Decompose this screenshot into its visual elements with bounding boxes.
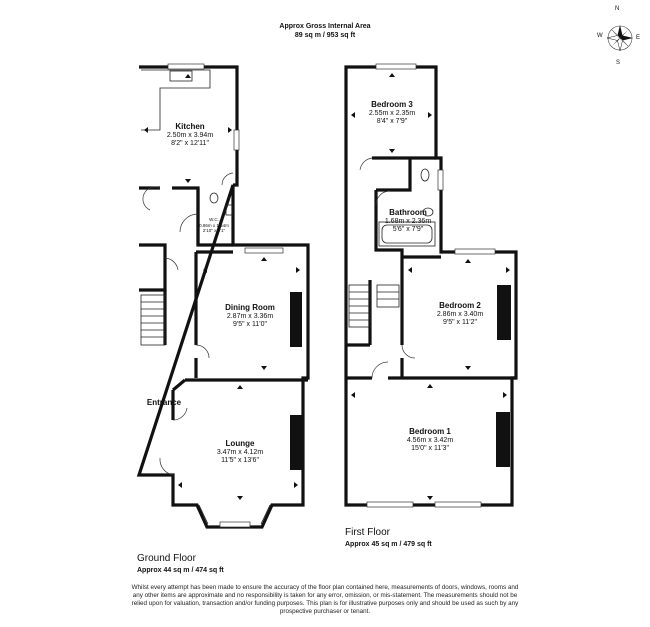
compass-n-label: N — [615, 6, 620, 12]
bathroom-fixtures — [378, 168, 436, 247]
bedroom1-window-left — [366, 501, 414, 508]
ground-dimension-ticks — [144, 74, 300, 500]
wc-wall — [196, 188, 233, 247]
lounge-top-wall — [171, 378, 308, 392]
bedroom3-name: Bedroom 3 — [371, 100, 413, 109]
dining-room-metric: 2.87m x 3.36m — [226, 312, 274, 320]
bedroom1-window-right — [434, 501, 482, 508]
first-floor-plan — [344, 63, 518, 508]
disclaimer-line-4: prospective purchaser or tenant. — [279, 608, 371, 615]
ground-doors — [142, 172, 234, 476]
kitchen-window — [167, 63, 205, 70]
disclaimer-line-2: any other items are approximate and no r… — [132, 592, 518, 599]
lounge-metric: 3.47m x 4.12m — [216, 448, 264, 456]
kitchen-label: Kitchen 2.50m x 3.94m 8'2" x 12'11" — [150, 122, 230, 149]
kitchen-metric: 2.50m x 3.94m — [166, 131, 214, 139]
bedroom1-label: Bedroom 1 4.56m x 3.42m 15'0" x 11'3" — [385, 427, 475, 454]
bathroom-label: Bathroom 1.68m x 2.36m 5'6" x 7'9" — [378, 208, 438, 235]
first-doors — [359, 157, 416, 379]
bedroom2-window — [454, 248, 496, 255]
wc-fixtures — [209, 192, 233, 216]
first-floor-area: Approx 45 sq m / 479 sq ft — [345, 541, 432, 548]
wc-label: W.C. 0.86m x 1.54m 2'10" x 5'1" — [196, 217, 232, 234]
ground-stairs — [140, 294, 166, 346]
bedroom2-wall — [400, 255, 441, 378]
dining-chimney — [290, 292, 302, 347]
first-dimension-ticks — [351, 73, 510, 500]
bedroom2-metric: 2.86m x 3.40m — [436, 310, 484, 318]
ground-floor-name: Ground Floor — [137, 553, 196, 564]
bathroom-window — [437, 169, 444, 191]
compass-w-label: W — [597, 33, 603, 39]
cupboard-wall — [139, 243, 167, 292]
disclaimer-line-3: relied upon for valuation, transaction a… — [131, 600, 519, 607]
bedroom1-name: Bedroom 1 — [409, 427, 451, 436]
bedroom2-name: Bedroom 2 — [439, 301, 481, 310]
bathroom-wall — [374, 158, 412, 257]
ground-floor-area: Approx 44 sq m / 474 sq ft — [137, 567, 224, 574]
lounge-label: Lounge 3.47m x 4.12m 11'5" x 13'6" — [195, 439, 285, 466]
compass-icon — [606, 25, 633, 52]
bathroom-metric: 1.68m x 2.36m — [384, 217, 432, 225]
first-floor-name: First Floor — [345, 527, 390, 538]
bedroom3-window — [375, 63, 417, 70]
bedroom2-imperial: 9'5" x 11'2" — [443, 319, 477, 326]
kitchen-worktops — [141, 69, 211, 131]
compass-e-label: E — [636, 35, 641, 41]
bedroom1-chimney — [496, 412, 510, 467]
entrance-label: Entrance — [140, 398, 188, 408]
first-stairs — [348, 284, 400, 328]
bedroom2-label: Bedroom 2 2.86m x 3.40m 9'5" x 11'2" — [415, 301, 505, 328]
ground-floor-plan — [136, 63, 310, 529]
lounge-chimney — [290, 415, 303, 470]
kitchen-side-window — [233, 129, 240, 151]
wc-imperial: 2'10" x 5'1" — [202, 228, 226, 233]
kitchen-name: Kitchen — [175, 122, 205, 131]
bedroom3-imperial: 8'4" x 7'9" — [376, 118, 408, 125]
wc-metric: 0.86m x 1.54m — [199, 222, 229, 228]
bathroom-name: Bathroom — [389, 208, 427, 217]
disclaimer-text: Whilst every attempt has been made to en… — [10, 584, 640, 616]
wc-name: W.C. — [209, 217, 219, 222]
dining-room-imperial: 9'5" x 11'0" — [233, 321, 267, 328]
bedroom1-imperial: 15'0" x 11'3" — [411, 445, 449, 452]
bathroom-imperial: 5'6" x 7'9" — [392, 226, 424, 233]
lounge-imperial: 11'5" x 13'6" — [221, 457, 259, 464]
lounge-name: Lounge — [225, 439, 255, 448]
dining-room-label: Dining Room 2.87m x 3.36m 9'5" x 11'0" — [205, 303, 295, 330]
bedroom1-metric: 4.56m x 3.42m — [406, 436, 454, 444]
bedroom3-metric: 2.55m x 2.35m — [368, 109, 416, 117]
bedroom3-label: Bedroom 3 2.55m x 2.35m 8'4" x 7'9" — [350, 100, 434, 127]
bedroom2-chimney — [497, 285, 511, 340]
compass-s-label: S — [616, 60, 621, 66]
dining-room-name: Dining Room — [225, 303, 275, 312]
disclaimer-line-1: Whilst every attempt has been made to en… — [131, 584, 519, 591]
first-stair-wall — [346, 280, 372, 347]
dining-window — [244, 247, 284, 254]
lounge-bay-window — [198, 504, 271, 528]
header-title: Approx Gross Internal Area — [279, 23, 371, 30]
kitchen-imperial: 8'2" x 12'11" — [171, 140, 209, 147]
entrance-name: Entrance — [146, 398, 182, 407]
header-total-area: 89 sq m / 953 sq ft — [294, 32, 356, 39]
